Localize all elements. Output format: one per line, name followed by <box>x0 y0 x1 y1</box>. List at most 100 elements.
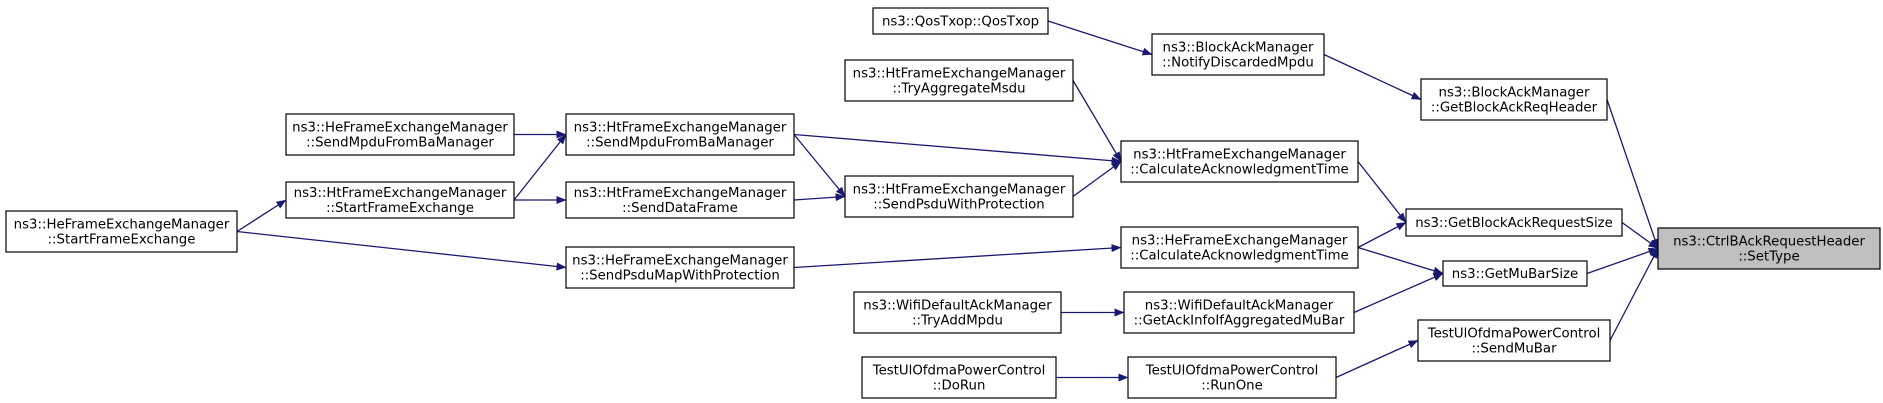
node-qos-txop-constructor[interactable]: ns3::QosTxop::QosTxop <box>872 7 1049 35</box>
node-box <box>844 59 1074 102</box>
node-label-line: ::StartFrameExchange <box>48 233 196 248</box>
node-label-line: TestUlOfdmaPowerControl <box>1145 364 1319 379</box>
node-he-start-frame-exchange[interactable]: ns3::HeFrameExchangeManager::StartFrameE… <box>5 210 238 253</box>
node-box <box>1127 356 1337 399</box>
node-box <box>565 246 795 289</box>
node-label-line: ns3::HeFrameExchangeManager <box>292 121 508 136</box>
edge-heStartFrame-to-heSendPsduMap <box>236 230 567 271</box>
edge-getBlockAckRequestSize-to-root <box>1621 221 1659 250</box>
node-test-ul-ofdma-power-control-do-run[interactable]: TestUlOfdmaPowerControl::DoRun <box>861 356 1057 399</box>
edge-getAckInfo-to-getMuBarSize <box>1353 272 1444 314</box>
edge-htStartFrame-to-htSendMpduFromBa <box>513 134 567 201</box>
node-wifi-default-ack-manager-get-ack-info[interactable]: ns3::WifiDefaultAckManager::GetAckInfoIf… <box>1123 291 1355 334</box>
edge-htCalcAck-to-getBlockAckRequestSize <box>1357 161 1407 223</box>
node-label-line: ::SendDataFrame <box>622 201 738 216</box>
node-box <box>1657 227 1881 270</box>
node-label-line: ns3::CtrlBAckRequestHeader <box>1673 235 1865 250</box>
node-he-send-psdu-map-with-protection[interactable]: ns3::HeFrameExchangeManager::SendPsduMap… <box>565 246 795 289</box>
node-label-line: TestUlOfdmaPowerControl <box>872 364 1046 379</box>
node-ht-start-frame-exchange[interactable]: ns3::HtFrameExchangeManager::StartFrameE… <box>285 181 515 219</box>
edge-htSendPsdu-to-htCalcAck <box>1072 160 1122 198</box>
node-test-ul-ofdma-power-control-run-one[interactable]: TestUlOfdmaPowerControl::RunOne <box>1127 356 1337 399</box>
node-box <box>1442 260 1588 287</box>
node-box <box>1405 208 1623 237</box>
node-ht-try-aggregate-msdu[interactable]: ns3::HtFrameExchangeManager::TryAggregat… <box>844 59 1074 102</box>
node-label-line: ::SetType <box>1738 250 1799 265</box>
node-label-line: ns3::HtFrameExchangeManager <box>574 186 787 201</box>
node-label-line: ::SendPsduWithProtection <box>873 198 1045 213</box>
node-box <box>1120 226 1359 269</box>
edge-heCalcAck-to-getBlockAckRequestSize <box>1357 221 1407 249</box>
node-label-line: ns3::QosTxop::QosTxop <box>882 15 1039 30</box>
node-box <box>565 181 795 219</box>
node-ht-calculate-acknowledgment-time[interactable]: ns3::HtFrameExchangeManager::CalculateAc… <box>1120 140 1359 183</box>
node-box <box>285 113 515 156</box>
node-label-line: ns3::WifiDefaultAckManager <box>863 299 1052 314</box>
node-box <box>1420 78 1608 121</box>
node-label-line: ::DoRun <box>933 379 986 394</box>
node-label-line: ::SendMuBar <box>1471 342 1557 357</box>
node-box <box>872 7 1049 35</box>
node-ht-send-data-frame[interactable]: ns3::HtFrameExchangeManager::SendDataFra… <box>565 181 795 219</box>
edge-heCalcAck-to-getMuBarSize <box>1357 246 1444 275</box>
node-box <box>1123 291 1355 334</box>
node-label-line: ns3::HeFrameExchangeManager <box>572 254 788 269</box>
node-label-line: ::GetBlockAckReqHeader <box>1431 101 1598 116</box>
node-label-line: ::CalculateAcknowledgmentTime <box>1130 249 1348 264</box>
node-box <box>285 181 515 219</box>
edge-heStartFrame-to-htStartFrame <box>236 199 287 233</box>
node-label-line: ns3::HeFrameExchangeManager <box>1132 234 1348 249</box>
node-label-line: ::NotifyDiscardedMpdu <box>1162 56 1314 71</box>
node-he-calculate-acknowledgment-time[interactable]: ns3::HeFrameExchangeManager::CalculateAc… <box>1120 226 1359 269</box>
node-box <box>861 356 1057 399</box>
nodes-layer: ns3::CtrlBAckRequestHeader::SetTypens3::… <box>5 7 1881 399</box>
node-label-line: ns3::WifiDefaultAckManager <box>1145 299 1334 314</box>
node-ht-send-mpdu-from-ba-manager[interactable]: ns3::HtFrameExchangeManager::SendMpduFro… <box>565 113 795 156</box>
edge-htSendMpduFromBa-to-htCalcAck <box>793 133 1122 165</box>
node-label-line: ns3::HtFrameExchangeManager <box>1133 148 1346 163</box>
node-box <box>1417 319 1611 362</box>
edge-getBlockAckReqHeader-to-root <box>1606 99 1659 249</box>
node-block-ack-manager-notify-discarded-mpdu[interactable]: ns3::BlockAckManager::NotifyDiscardedMpd… <box>1151 33 1325 76</box>
node-box <box>1151 33 1325 76</box>
node-label-line: ::StartFrameExchange <box>326 201 474 216</box>
node-test-ul-ofdma-power-control-send-mu-bar[interactable]: TestUlOfdmaPowerControl::SendMuBar <box>1417 319 1611 362</box>
node-label-line: ::SendPsduMapWithProtection <box>580 269 780 284</box>
node-label-line: ::SendMpduFromBaManager <box>586 136 774 151</box>
node-label-line: ::SendMpduFromBaManager <box>306 136 494 151</box>
node-box <box>1120 140 1359 183</box>
node-ht-send-psdu-with-protection[interactable]: ns3::HtFrameExchangeManager::SendPsduWit… <box>844 175 1074 218</box>
node-label-line: ::TryAggregateMsdu <box>892 82 1025 97</box>
node-label-line: ns3::HtFrameExchangeManager <box>574 121 787 136</box>
node-get-mu-bar-size[interactable]: ns3::GetMuBarSize <box>1442 260 1588 287</box>
edge-getMuBarSize-to-root <box>1586 247 1659 275</box>
node-label-line: ns3::HtFrameExchangeManager <box>853 183 1066 198</box>
edge-heSendPsduMap-to-heCalcAck <box>793 244 1122 269</box>
node-label-line: ns3::GetMuBarSize <box>1452 267 1578 282</box>
node-label-line: ::GetAckInfoIfAggregatedMuBar <box>1134 314 1345 329</box>
node-label-line: TestUlOfdmaPowerControl <box>1427 327 1601 342</box>
edge-htSendDataFrame-to-htSendPsdu <box>793 193 846 202</box>
edge-sendMuBar-to-root <box>1609 248 1659 341</box>
edge-tryAggregateMsdu-to-htCalcAck <box>1072 80 1122 162</box>
node-label-line: ::TryAddMpdu <box>912 314 1003 329</box>
node-wifi-default-ack-manager-try-add-mpdu[interactable]: ns3::WifiDefaultAckManager::TryAddMpdu <box>853 291 1062 334</box>
edges-layer <box>236 20 1659 382</box>
node-box <box>853 291 1062 334</box>
node-ctrl-back-request-header-set-type: ns3::CtrlBAckRequestHeader::SetType <box>1657 227 1881 270</box>
node-label-line: ns3::BlockAckManager <box>1163 41 1314 56</box>
node-box <box>844 175 1074 218</box>
node-label-line: ns3::BlockAckManager <box>1439 86 1590 101</box>
edge-runOne-to-sendMuBar <box>1335 339 1419 379</box>
node-block-ack-manager-get-block-ack-req-header[interactable]: ns3::BlockAckManager::GetBlockAckReqHead… <box>1420 78 1608 121</box>
edge-qosTxop-to-notifyDiscarded <box>1047 20 1153 56</box>
node-label-line: ns3::HtFrameExchangeManager <box>294 186 507 201</box>
node-label-line: ns3::HtFrameExchangeManager <box>853 67 1066 82</box>
node-label-line: ::CalculateAcknowledgmentTime <box>1130 163 1348 178</box>
node-label-line: ns3::GetBlockAckRequestSize <box>1415 216 1613 231</box>
edge-notifyDiscarded-to-getBlockAckReqHeader <box>1323 53 1422 101</box>
node-label-line: ::RunOne <box>1201 379 1263 394</box>
node-he-send-mpdu-from-ba-manager[interactable]: ns3::HeFrameExchangeManager::SendMpduFro… <box>285 113 515 156</box>
node-get-block-ack-request-size[interactable]: ns3::GetBlockAckRequestSize <box>1405 208 1623 237</box>
